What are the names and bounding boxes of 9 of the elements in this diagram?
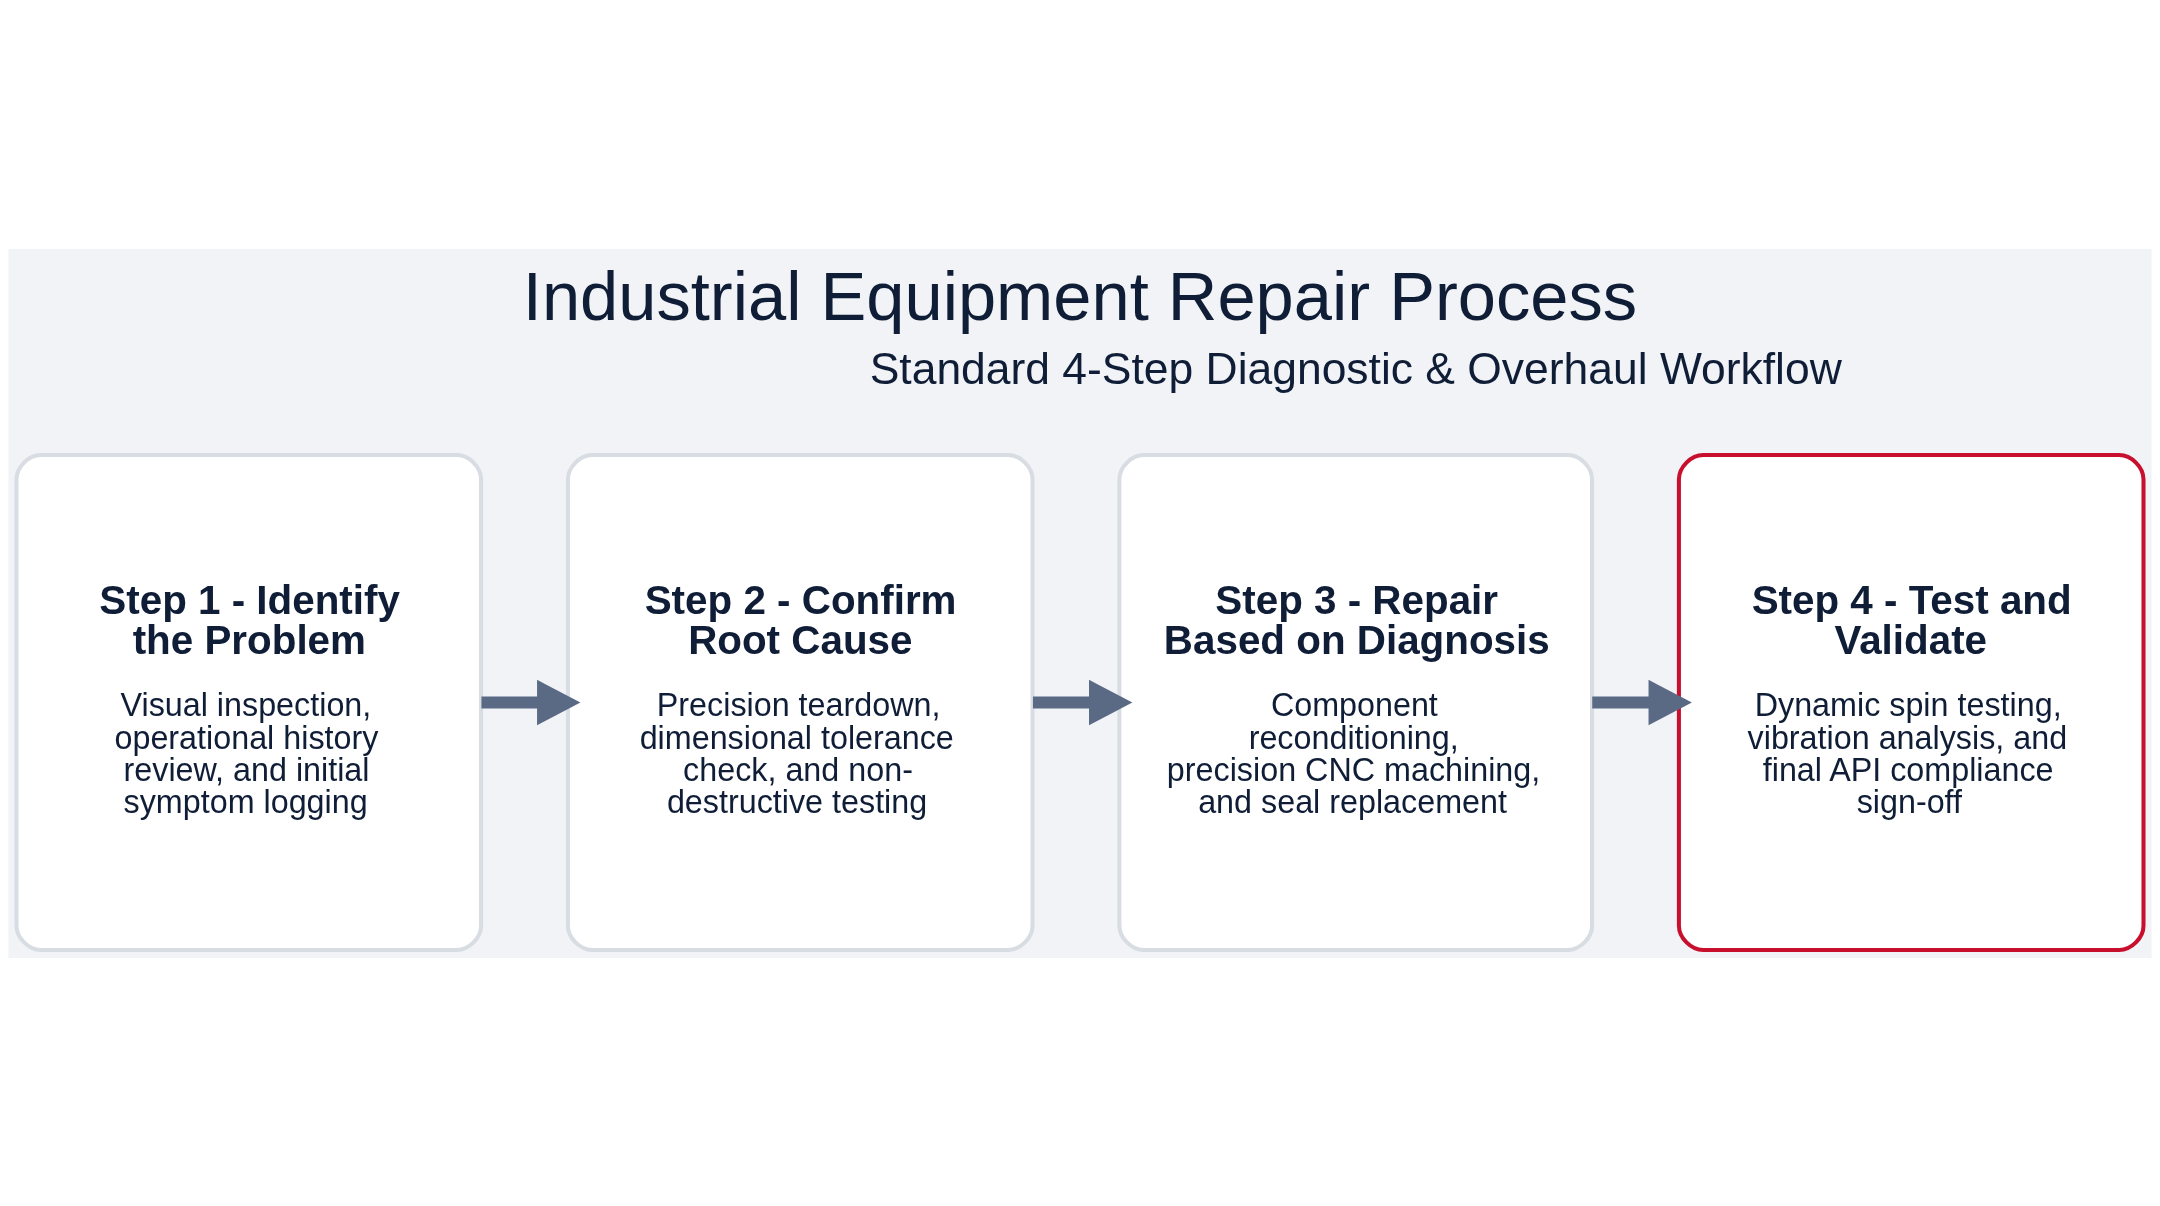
node-box: Step 3 - Repair Based on Diagnosis Component reconditioning, precision CNC machining, and seal replacement: [1117, 452, 1595, 952]
node-box: Step 1 - Identify the Problem Visual inspection, operational history review, and initial symptom logging: [14, 452, 484, 952]
node-box: Step 2 - Confirm Root Cause Precision teardown, dimensional tolerance check, and non-destructive testing: [565, 452, 1035, 952]
arrow: [481, 679, 581, 725]
arrow: [1592, 679, 1692, 725]
arrow: [1032, 679, 1133, 725]
label: Standard 4-Step Diagnostic & Overhaul Workflow: [869, 343, 1842, 393]
node-box: Step 4 - Test and Validate Dynamic spin testing, vibration analysis, and final API compliance sign-off: [1676, 452, 2146, 952]
diagram-title: Industrial Equipment Repair Process: [522, 257, 1638, 335]
